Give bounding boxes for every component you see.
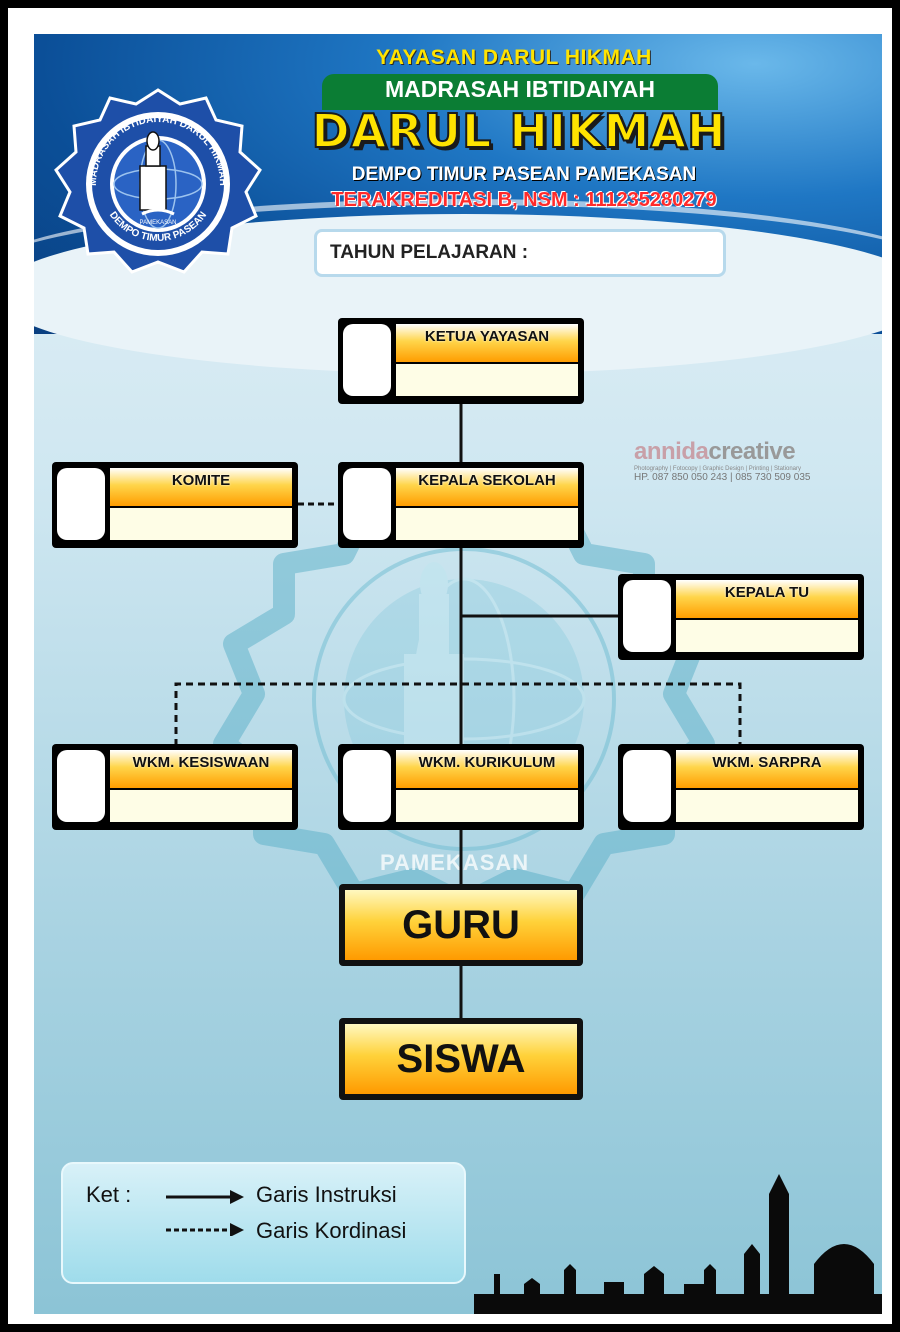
logo-center-text: PAMEKASAN (140, 220, 177, 226)
photo-placeholder (343, 324, 391, 396)
legend-instruction: Garis Instruksi (256, 1182, 397, 1207)
madrasah-banner (322, 74, 718, 110)
school-address: DEMPO TIMUR PASEAN PAMEKASAN (351, 164, 697, 185)
legend-box (61, 1162, 466, 1284)
legend-label: Ket : (86, 1182, 132, 1207)
school-name: DARUL HIKMAH (310, 103, 727, 159)
box-siswa-label: SISWA (345, 1024, 577, 1094)
school-logo-icon: MADRASAH IBTIDAIYAH DARUL HIKMAH DEMPO T… (54, 88, 262, 274)
photo-placeholder (623, 580, 671, 652)
card-ketua-yayasan: KETUA YAYASAN (338, 318, 584, 404)
legend-arrows (166, 1190, 244, 1236)
watermark-brand: annidacreative (634, 438, 834, 466)
name-field (110, 508, 292, 540)
watermark-brand-a: annida (634, 438, 709, 465)
madrasah-title: MADRASAH IBTIDAIYAH (384, 76, 656, 102)
name-field (676, 620, 858, 652)
year-label: TAHUN PELAJARAN : (330, 242, 529, 263)
mosque-skyline-icon (474, 1174, 882, 1314)
watermark-tagline: Photography | Fotocopy | Graphic Design … (634, 466, 801, 472)
box-guru-label: GURU (345, 890, 577, 960)
card-title: WKM. KURIKULUM (396, 750, 578, 788)
watermark-phone: HP. 087 850 050 243 | 085 730 509 035 (634, 472, 811, 483)
photo-placeholder (343, 468, 391, 540)
name-field (676, 790, 858, 822)
yayasan-title: YAYASAN DARUL HIKMAH (376, 46, 652, 69)
card-wkm-sarpra: WKM. SARPRA (618, 744, 864, 830)
name-field (396, 364, 578, 396)
card-kepala-sekolah: KEPALA SEKOLAH (338, 462, 584, 548)
year-field (314, 229, 726, 277)
header-wave-highlight (34, 199, 882, 355)
wkm-coordination-line (174, 682, 742, 746)
name-field (396, 508, 578, 540)
card-wkm-kesiswaan: WKM. KESISWAAN (52, 744, 298, 830)
card-title: KEPALA TU (676, 580, 858, 618)
watermark-brand-b: creative (708, 438, 796, 465)
name-field (110, 790, 292, 822)
card-komite: KOMITE (52, 462, 298, 548)
photo-placeholder (343, 750, 391, 822)
legend-coordination: Garis Kordinasi (256, 1218, 407, 1243)
arrow-right-icon (230, 1190, 244, 1204)
box-siswa: SISWA (339, 1018, 583, 1100)
name-field (396, 790, 578, 822)
card-title: WKM. SARPRA (676, 750, 858, 788)
arrow-right-icon (230, 1223, 244, 1236)
poster-frame: PAMEKASAN MADRASAH IBTIDAIYAH DARUL HIKM… (8, 8, 892, 1324)
poster: PAMEKASAN MADRASAH IBTIDAIYAH DARUL HIKM… (34, 34, 882, 1314)
card-wkm-kurikulum: WKM. KURIKULUM (338, 744, 584, 830)
watermark: annidacreative Photography | Fotocopy | … (634, 438, 834, 483)
card-title: KETUA YAYASAN (396, 324, 578, 362)
photo-placeholder (57, 750, 105, 822)
background-pamekasan-text: PAMEKASAN (380, 850, 530, 875)
accreditation-text: TERAKREDITASI B, NSM : 111235280279 (331, 189, 717, 211)
org-chart-lines (174, 400, 742, 1019)
photo-placeholder (623, 750, 671, 822)
card-title: KOMITE (110, 468, 292, 506)
card-title: KEPALA SEKOLAH (396, 468, 578, 506)
card-kepala-tu: KEPALA TU (618, 574, 864, 660)
photo-placeholder (57, 468, 105, 540)
card-title: WKM. KESISWAAN (110, 750, 292, 788)
box-guru: GURU (339, 884, 583, 966)
